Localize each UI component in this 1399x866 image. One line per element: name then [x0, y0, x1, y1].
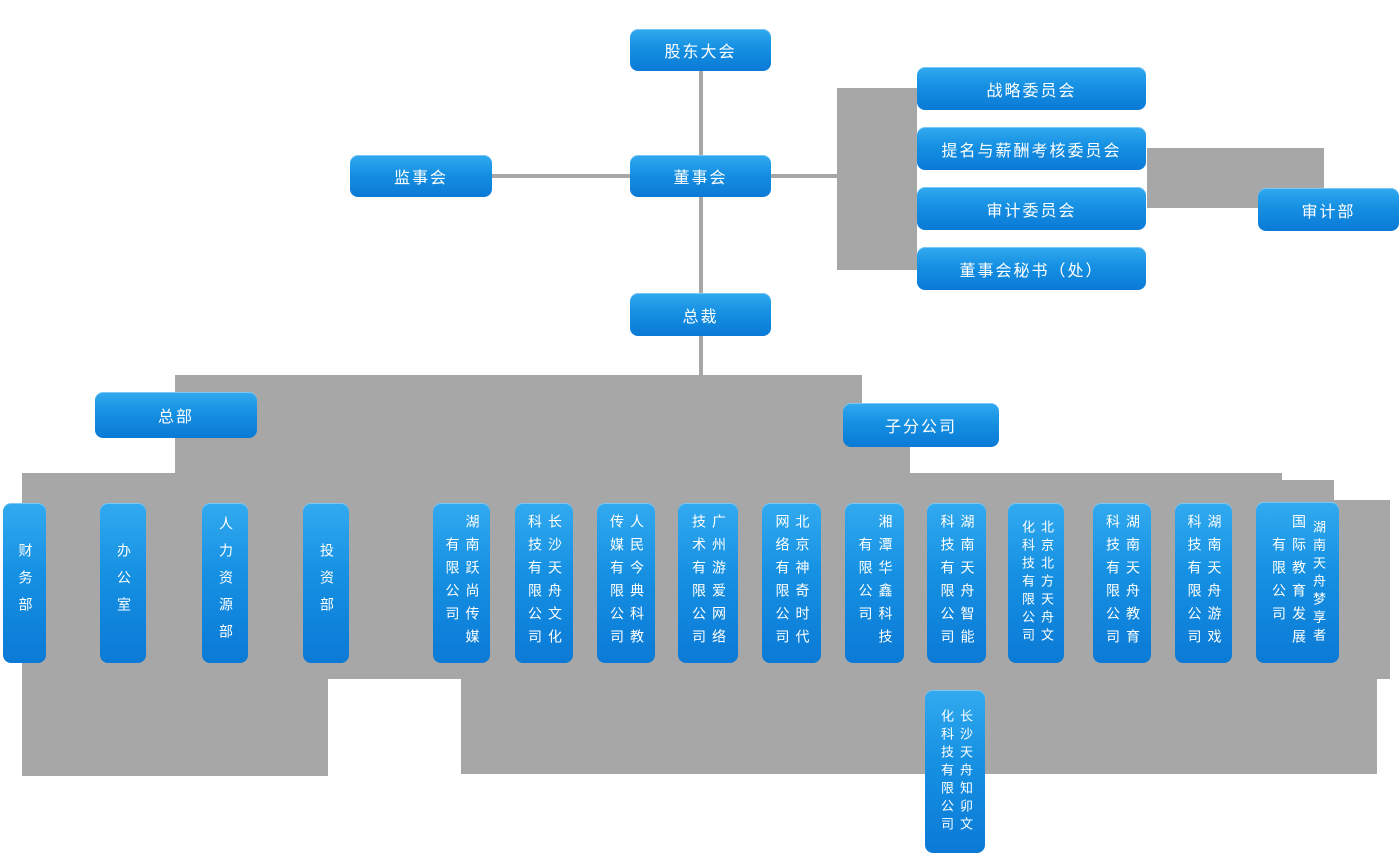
node-label: 财务部 — [16, 542, 33, 624]
connector-shareholders-board — [699, 71, 703, 155]
company-name-col-2: 化科技有限公司 — [1019, 520, 1034, 646]
company-name-col-1: 湖南跃尚传媒 — [463, 514, 480, 652]
committee-spine-band — [837, 88, 917, 270]
node-label: 提名与薪酬考核委员会 — [941, 140, 1122, 160]
node-label: 战略委员会 — [986, 80, 1077, 100]
node-label: 办公室 — [115, 542, 131, 624]
company-name-col-1: 长沙天舟知卯文 — [957, 708, 972, 835]
company-name-col-1: 长沙天舟文化 — [546, 514, 562, 652]
node-committee-nomination-remuneration: 提名与薪酬考核委员会 — [917, 127, 1146, 170]
node-dept-office: 办公室 — [100, 503, 146, 663]
company-name-col-1: 湘潭华鑫科技 — [876, 514, 893, 652]
node-company-changsha-tianzhou-culture: 长沙天舟文化 科技有限公司 — [515, 503, 573, 663]
president-branch-band — [175, 375, 862, 473]
node-label: 总裁 — [682, 306, 719, 326]
company-name-col-1: 北京北方天舟文 — [1038, 520, 1053, 646]
node-headquarters: 总部 — [95, 392, 257, 438]
node-label: 董事会 — [673, 168, 728, 187]
node-label: 人力资源部 — [217, 515, 233, 651]
bottom-mass-right-step2 — [1332, 500, 1390, 679]
node-label: 股东大会 — [664, 42, 737, 61]
company-name-col-1: 湖南天舟教育 — [1124, 514, 1140, 652]
bottom-mass-lower-left — [22, 679, 328, 776]
company-name-col-2: 有限公司 — [443, 537, 460, 629]
bottom-mass-lower-right — [461, 679, 1377, 774]
node-dept-finance: 财务部 — [3, 503, 46, 663]
node-committee-audit: 审计委员会 — [917, 187, 1146, 230]
company-name-col-1: 湖南天舟智能 — [958, 514, 975, 652]
node-dept-human-resources: 人力资源部 — [202, 503, 248, 663]
company-name-col-1: 广州游爱网络 — [710, 514, 726, 652]
node-label: 监事会 — [393, 168, 448, 187]
connector-president-band — [699, 336, 703, 375]
company-name-col-2: 技术有限公司 — [690, 514, 706, 652]
node-label: 子分公司 — [884, 417, 957, 436]
company-name-col-1: 湖南天舟游戏 — [1205, 514, 1222, 652]
node-label: 投资部 — [318, 542, 334, 624]
node-label: 董事会秘书（处） — [959, 260, 1104, 280]
node-subsidiaries: 子分公司 — [843, 403, 999, 447]
node-company-changsha-tianzhou-zhimao: 长沙天舟知卯文 化科技有限公司 — [925, 690, 985, 853]
company-name-col-2: 化科技有限公司 — [938, 708, 953, 835]
node-supervisory-board: 监事会 — [350, 155, 492, 197]
node-board-secretary: 董事会秘书（处） — [917, 247, 1146, 290]
connector-board-committee-spine — [771, 174, 837, 178]
node-audit-department: 审计部 — [1258, 188, 1399, 231]
company-name-col-2: 科技有限公司 — [1104, 514, 1120, 652]
company-name-col-2: 国际教育发展 — [1290, 513, 1306, 652]
node-president: 总裁 — [630, 293, 771, 336]
connector-supervisory-board — [492, 174, 630, 178]
node-company-hunan-tianzhou-intelligent: 湖南天舟智能 科技有限公司 — [927, 503, 986, 663]
node-company-guangzhou-youai-network: 广州游爱网络 技术有限公司 — [678, 503, 738, 663]
node-company-hunan-yueshang-media: 湖南跃尚传媒 有限公司 — [433, 503, 490, 663]
node-company-hunan-tianzhou-mengxiangzhe: 湖南天舟梦享者 国际教育发展 有限公司 — [1256, 502, 1339, 663]
node-board-of-directors: 董事会 — [630, 155, 771, 197]
node-label: 审计委员会 — [986, 200, 1077, 220]
node-committee-strategy: 战略委员会 — [917, 67, 1146, 110]
company-name-col-2: 有限公司 — [856, 537, 873, 629]
node-company-beijing-beifang-tianzhou: 北京北方天舟文 化科技有限公司 — [1008, 503, 1064, 663]
node-label: 总部 — [157, 407, 194, 426]
node-company-hunan-tianzhou-education: 湖南天舟教育 科技有限公司 — [1093, 503, 1151, 663]
node-dept-investment: 投资部 — [303, 503, 349, 663]
node-company-xiangtan-huaxin-tech: 湘潭华鑫科技 有限公司 — [845, 503, 904, 663]
node-company-hunan-tianzhou-games: 湖南天舟游戏 科技有限公司 — [1175, 503, 1232, 663]
company-name-col-1: 北京神奇时代 — [793, 514, 810, 652]
node-shareholders-meeting: 股东大会 — [630, 29, 771, 71]
node-company-beijing-shenqi-shidai: 北京神奇时代 网络有限公司 — [762, 503, 821, 663]
company-name-col-1: 人民今典科教 — [628, 514, 644, 652]
company-name-col-2: 科技有限公司 — [938, 514, 955, 652]
company-name-col-1: 湖南天舟梦享者 — [1310, 519, 1325, 646]
company-name-col-3: 有限公司 — [1270, 536, 1286, 629]
node-label: 审计部 — [1301, 201, 1356, 221]
company-name-col-2: 科技有限公司 — [1185, 514, 1202, 652]
connector-board-president — [699, 197, 703, 293]
company-name-col-2: 科技有限公司 — [526, 514, 542, 652]
node-company-renmin-jindian-media: 人民今典科教 传媒有限公司 — [597, 503, 655, 663]
company-name-col-2: 传媒有限公司 — [608, 514, 624, 652]
company-name-col-2: 网络有限公司 — [773, 514, 790, 652]
